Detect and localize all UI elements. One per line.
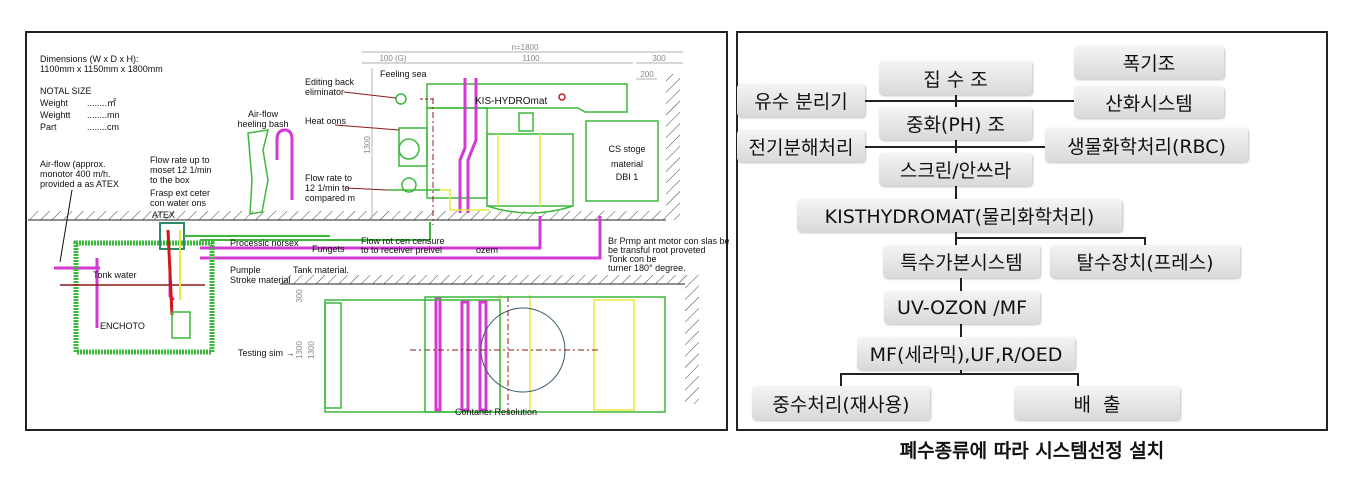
dim-left: 100 (G) [379, 54, 406, 63]
br-prmp-note: turner 180° degree. [608, 263, 686, 273]
node-screen: 스크린/안쓰라 [879, 153, 1032, 186]
unit-name-label: KIS-HYDROmat [475, 96, 547, 107]
atex-label: ATEX [152, 210, 175, 220]
size-value: ........㎡ [87, 98, 116, 108]
size-value: ........cm [87, 122, 119, 132]
air-flow-bash [247, 129, 270, 215]
size-label: Weight [40, 98, 68, 108]
flowchart-frame [736, 31, 1328, 431]
connector [955, 237, 1145, 239]
dim-lower-top: 300 [295, 289, 304, 303]
connector [865, 100, 1074, 102]
connector [840, 373, 842, 386]
br-prmp-note: Br Prmp ant motor con slas be [608, 236, 730, 246]
connector [1077, 373, 1079, 386]
flow-rate-box-note: to the box [150, 175, 190, 185]
drawing-labels: Dimensions (W x D x H): 1100mm x 1150mm … [40, 43, 730, 417]
node-discharge: 배 출 [1014, 386, 1180, 420]
node-collection-tank: 집 수 조 [879, 61, 1032, 95]
pumple-label: Pumple [230, 265, 261, 275]
node-neutralization-tank: 중화(PH) 조 [879, 107, 1032, 140]
frasp-note: con water ons [150, 198, 207, 208]
flow-rot-label: to to receiver preivel [361, 245, 442, 255]
node-membrane-filtration: MF(세라믹),UF,R/OED [857, 337, 1075, 370]
flow-rate-compared-label: Flow rate to [305, 173, 352, 183]
editing-back-label: Editing back [305, 77, 355, 87]
size-title: NOTAL SIZE [40, 86, 92, 96]
flowchart-caption: 폐수종류에 따라 시스템선정 설치 [899, 440, 1165, 462]
registered-mark-icon [558, 93, 566, 101]
airflow-note: provided a as ATEX [40, 179, 119, 189]
dim-total: n=1800 [512, 43, 539, 52]
node-dewatering-press: 탈수장치(프레스) [1050, 245, 1240, 278]
kis-hydromat-unit [387, 83, 659, 214]
processic-label: Processic norsex [230, 238, 299, 248]
connector [840, 373, 1077, 375]
br-prmp-note: be transful root proveted [608, 245, 706, 255]
dim-height: 1300 [363, 136, 372, 154]
tank-material-label: Tank material. [293, 265, 349, 275]
airflow-note: Air-flow (approx. [40, 159, 106, 169]
dimensions-title: Dimensions (W x D x H): [40, 54, 139, 64]
dim-lower-h2: 1300 [307, 341, 316, 359]
size-label: Part [40, 122, 57, 132]
size-label: Weightt [40, 110, 71, 120]
editing-back-label: eliminator [305, 87, 344, 97]
connector [960, 370, 962, 375]
tonk-water-label: Tonk water [93, 270, 137, 280]
pumple-label: Stroke material [230, 275, 291, 285]
cs-stoge-label: material [611, 159, 643, 169]
node-special-carbon-system: 특수가본시스템 [883, 245, 1040, 278]
dim-lower-h1: 1300 [295, 341, 304, 359]
dimension-lines [362, 51, 683, 220]
node-uv-ozon-mf: UV-OZON /MF [884, 291, 1040, 324]
dim-inner: 200 [640, 70, 654, 79]
connector [865, 146, 1045, 148]
cs-stoge-label: DBI 1 [616, 172, 639, 182]
feeling-sea-label: Feeling sea [380, 69, 427, 79]
enchoto-label: ENCHOTO [100, 321, 145, 331]
frasp-note: Frasp ext ceter [150, 188, 210, 198]
node-oil-separator: 유수 분리기 [737, 84, 865, 117]
ground-hatch [28, 74, 700, 404]
fungets-label: Fungets [312, 244, 345, 254]
flow-rate-compared-label: compared m [305, 193, 355, 203]
dimensions-value: 1100mm x 1150mm x 1800mm [40, 64, 163, 74]
contaner-label: Contaner Resolution [455, 407, 537, 417]
airflow-bash-label: heeling bash [237, 119, 288, 129]
testing-sim-label: Testing sim → [238, 348, 295, 358]
flow-rate-box-note: Flow rate up to [150, 155, 210, 165]
lower-tank [324, 296, 666, 414]
flow-rate-box-note: moset 12 1/min [150, 165, 212, 175]
airflow-bash-label: Air-flow [248, 109, 279, 119]
dim-right: 300 [652, 54, 666, 63]
flow-rot-label: Flow rot cen censure [361, 236, 445, 246]
node-aeration-tank: 폭기조 [1074, 46, 1224, 79]
airflow-note: monotor 400 m/h. [40, 169, 111, 179]
node-oxidation-system: 산화시스템 [1074, 86, 1224, 118]
flow-rate-compared-label: 12 1/min to [305, 183, 350, 193]
br-prmp-note: Tonk con be [608, 254, 657, 264]
drawing-frame [25, 31, 728, 431]
ozem-label: ozem [476, 245, 498, 255]
node-kisthydromat: KISTHYDROMAT(물리화학처리) [797, 199, 1122, 232]
tank-pit [60, 222, 431, 355]
pipes-magenta [54, 78, 602, 412]
size-value: ........mn [87, 110, 120, 120]
connector [1144, 237, 1146, 245]
node-electrolysis: 전기분해처리 [737, 130, 865, 162]
dim-middle: 1100 [522, 54, 540, 63]
node-biochemical-rbc: 생물화학처리(RBC) [1045, 128, 1248, 162]
node-greywater-reuse: 중수처리(재사용) [752, 386, 930, 420]
cs-stoge-label: CS stoge [608, 144, 645, 154]
heat-oons-label: Heat oons [305, 116, 347, 126]
